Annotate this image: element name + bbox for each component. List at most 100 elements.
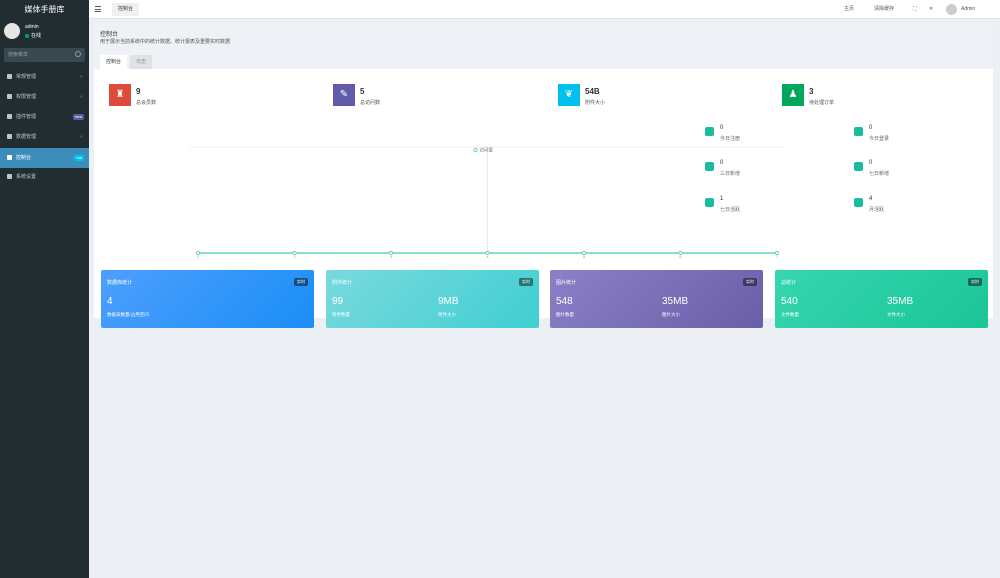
status-text: 在线 [31, 33, 42, 39]
card-title: 总统计 [781, 280, 797, 286]
card-value-secondary: 35MB [662, 296, 689, 307]
user-name: admin [25, 24, 39, 30]
user-menu[interactable]: Admin [961, 6, 976, 12]
chart-point[interactable] [775, 251, 779, 255]
top-avatar[interactable] [946, 4, 957, 15]
card-subtitle: 文件数量 [781, 312, 799, 317]
stat-label: 总访问数 [360, 100, 381, 106]
chart-x-tick: 3 [390, 254, 393, 259]
tab-console[interactable]: 控制台 [100, 55, 128, 69]
card-value: 4 [107, 296, 113, 307]
sidebar-item-label: 系统设置 [16, 174, 37, 180]
card-value: 99 [332, 296, 344, 307]
mini-stat-label: 三日新增 [720, 171, 741, 177]
chart-point[interactable] [389, 251, 393, 255]
card-value: 548 [556, 296, 573, 307]
sidebar-item-0[interactable]: 常规管理‹ [0, 67, 89, 87]
magic-icon: ✎ [333, 84, 355, 106]
card-title: 数据库统计 [107, 280, 133, 286]
card-subtitle-secondary: 附件大小 [438, 312, 456, 317]
card-subtitle-secondary: 图片大小 [662, 312, 680, 317]
puzzle-icon [7, 114, 12, 120]
card-subtitle-secondary: 文件大小 [887, 312, 905, 317]
sidebar-item-label: 插件管理 [16, 114, 37, 120]
chart-point[interactable] [485, 251, 490, 255]
mini-stat-label: 今日注册 [720, 136, 741, 142]
mini-stat-value: 0 [720, 160, 724, 166]
card-value-secondary: 35MB [887, 296, 914, 307]
hamburger-menu-icon[interactable] [95, 6, 101, 12]
chart-legend-label: 访问量 [480, 147, 494, 154]
stat-card: 数据库统计 实时 4 数据表数量/占用空间 [101, 270, 314, 328]
chart-x-tick: 6 [679, 254, 682, 259]
sidebar-item-1[interactable]: 权限管理 ‹ [0, 87, 89, 107]
stat-value: 54B [585, 87, 600, 96]
panel-header: 控制台 用于展示当前系统中的统计数据、统计报表及重要实时数据 控制台 日志 [94, 23, 993, 69]
dashboard-panel: 控制台 用于展示当前系统中的统计数据、统计报表及重要实时数据 控制台 日志 ♜9… [94, 23, 993, 328]
database-icon [7, 134, 12, 140]
top-navbar: 控制台 主页 清除缓存 ⛶ ✕ Admin [89, 0, 1000, 19]
list-icon [7, 74, 12, 80]
user-status: 在线 [25, 32, 41, 39]
rocket-icon [705, 127, 714, 136]
card-subtitle: 数据表数量/占用空间 [107, 312, 149, 317]
page-description: 用于展示当前系统中的统计数据、统计报表及重要实时数据 [100, 39, 231, 45]
mini-stat-label: 月活跃 [869, 207, 885, 213]
calendar-icon [705, 162, 714, 171]
chart-point[interactable] [582, 251, 586, 255]
avatar [4, 23, 20, 39]
tab-log[interactable]: 日志 [130, 55, 153, 69]
app-logo[interactable]: 媒体手册库 [0, 0, 89, 19]
card-tag: 实时 [294, 278, 308, 286]
chart-point[interactable] [678, 251, 683, 255]
mini-stat-value: 0 [869, 125, 873, 131]
status-dot-icon [25, 33, 29, 38]
user-icon: ♟ [782, 84, 804, 106]
chart-point[interactable] [292, 251, 297, 255]
search-icon[interactable] [75, 51, 81, 57]
mini-stat-value: 0 [720, 125, 724, 131]
sidebar-search-input[interactable]: 搜索菜单 [4, 48, 85, 62]
sidebar-badge: hot [74, 155, 84, 161]
calendar-check-icon [854, 162, 863, 171]
chart-x-tick: 1 [197, 254, 200, 259]
card-subtitle: 图片数量 [556, 312, 574, 317]
card-tag: 实时 [968, 278, 982, 286]
chart-point[interactable] [196, 251, 200, 255]
mini-stat-label: 今日登录 [869, 136, 890, 142]
sidebar-item-5[interactable]: 系统设置 [0, 167, 89, 187]
users-circle-icon [854, 198, 863, 207]
id-card-icon [854, 127, 863, 136]
stat-value: 3 [809, 87, 814, 96]
chart-legend-marker [473, 148, 478, 152]
search-placeholder: 搜索菜单 [8, 52, 29, 58]
card-tag: 实时 [743, 278, 757, 286]
stat-value: 5 [360, 87, 365, 96]
sidebar-item-label: 常规管理 [16, 74, 37, 80]
sidebar-item-3[interactable]: 数据管理‹ [0, 127, 89, 147]
card-value: 540 [781, 296, 798, 307]
sidebar-item-label: 权限管理 [16, 94, 37, 100]
chevron-left-icon: ‹ [80, 134, 82, 140]
stat-value: 9 [136, 87, 141, 96]
mini-stat-value: 0 [869, 160, 873, 166]
close-icon[interactable]: ✕ [929, 6, 934, 12]
page-title: 控制台 [100, 32, 119, 38]
clear-cache-link[interactable]: 清除缓存 [874, 6, 895, 12]
users-icon [7, 94, 12, 100]
gear-icon [7, 174, 12, 180]
mini-stat-label: 七日新增 [869, 171, 890, 177]
dashboard-icon [7, 155, 12, 161]
home-link[interactable]: 主页 [844, 6, 855, 12]
card-subtitle: 附件数量 [332, 312, 350, 317]
fullscreen-icon[interactable]: ⛶ [913, 6, 917, 12]
stat-card: 总统计 实时 540 文件数量 35MB 文件大小 [775, 270, 988, 328]
user-panel: admin 在线 [0, 19, 89, 45]
chart-x-tick: 2 [293, 254, 296, 259]
tab-dashboard[interactable]: 控制台 [112, 3, 140, 16]
chevron-left-icon: ‹ [80, 94, 82, 100]
